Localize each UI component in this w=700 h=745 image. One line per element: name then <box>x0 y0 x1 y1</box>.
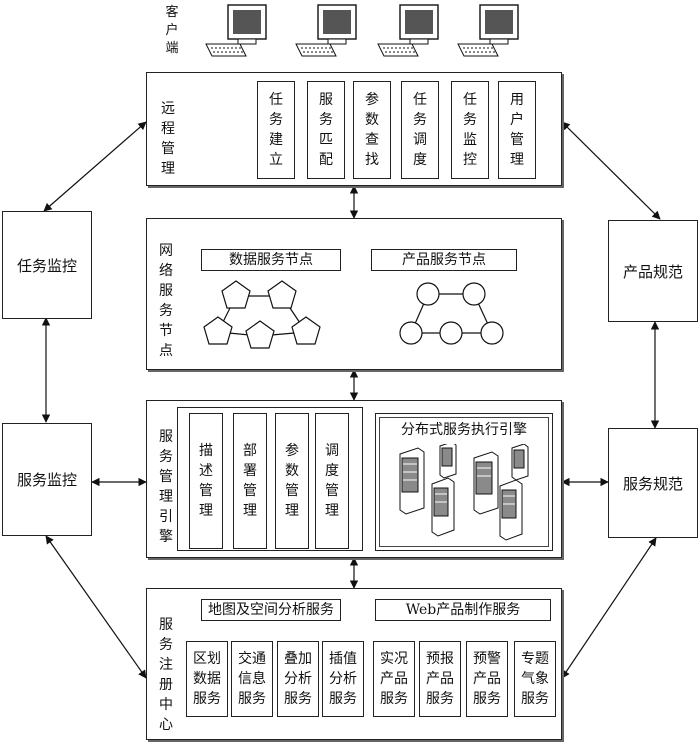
server-icon <box>499 479 523 541</box>
product-node-1 <box>416 282 440 306</box>
engine-item-scheduling: 调度管理 <box>315 413 349 549</box>
arrow-remote-taskmonitor <box>43 121 147 212</box>
arrow-servicemonitor-registry <box>45 535 147 679</box>
web-item-thematic-weather: 专题气象服务 <box>514 641 556 717</box>
gis-item-division-data: 区划数据服务 <box>186 641 228 717</box>
gis-item-traffic-info: 交通信息服务 <box>231 641 273 717</box>
data-node-4 <box>245 320 275 349</box>
service-registry-panel: 服务注册中心 地图及空间分析服务 Web产品制作服务 区划数据服务 交通信息服务… <box>146 588 562 740</box>
remote-management-panel: 远程管理 任务建立 服务匹配 参数查找 任务调度 任务监控 用户管理 <box>146 72 562 186</box>
gis-item-overlay-analysis: 叠加分析服务 <box>277 641 319 717</box>
data-nodes-label: 数据服务节点 <box>201 249 341 271</box>
computer-icon <box>377 4 439 57</box>
product-node-4 <box>439 321 463 345</box>
service-engine-panel: 服务管理引擎 描述管理 部署管理 参数管理 调度管理 分布式服务执行引擎 <box>146 400 562 558</box>
arrow-registry-servicespec <box>561 537 657 679</box>
product-nodes-label: 产品服务节点 <box>371 249 517 271</box>
engine-item-deployment: 部署管理 <box>233 413 267 549</box>
server-cluster <box>399 444 529 541</box>
web-item-observation-product: 实况产品服务 <box>373 641 415 717</box>
distributed-engine-label: 分布式服务执行引擎 <box>401 422 527 438</box>
computer-icon <box>295 4 357 57</box>
product-node-3 <box>399 321 423 345</box>
remote-item-param-lookup: 参数查找 <box>353 81 391 179</box>
service-registry-title: 服务注册中心 <box>159 617 173 733</box>
server-icon <box>399 447 425 515</box>
remote-item-service-match: 服务匹配 <box>307 81 345 179</box>
server-icon <box>511 444 529 481</box>
arrow-remote-productspec <box>561 121 661 220</box>
task-monitor-panel: 任务监控 <box>2 211 92 319</box>
service-engine-title: 服务管理引擎 <box>159 429 173 545</box>
product-node-5 <box>480 321 504 345</box>
distributed-engine-inner: 分布式服务执行引擎 <box>379 417 549 547</box>
server-icon <box>431 477 455 537</box>
remote-management-title: 远程管理 <box>161 101 175 177</box>
data-service-node-graph <box>203 280 321 349</box>
engine-item-description: 描述管理 <box>189 413 223 549</box>
service-monitor-label: 服务监控 <box>16 471 77 489</box>
data-node-2 <box>267 280 297 309</box>
computer-icon <box>205 4 267 57</box>
data-node-3 <box>203 316 233 345</box>
engine-item-parameter: 参数管理 <box>275 413 309 549</box>
gis-services-label: 地图及空间分析服务 <box>201 599 341 621</box>
web-services-label: Web产品制作服务 <box>375 599 551 621</box>
network-nodes-panel: 网络服务节点 数据服务节点 产品服务节点 <box>146 218 562 370</box>
product-spec-panel: 产品规范 <box>608 220 698 322</box>
task-monitor-label: 任务监控 <box>16 256 77 275</box>
web-item-warning-product: 预警产品服务 <box>466 641 508 717</box>
product-node-2 <box>462 282 486 306</box>
product-service-node-graph <box>399 282 504 345</box>
gis-item-interpolation-analysis: 插值分析服务 <box>322 641 364 717</box>
client-computers <box>205 4 519 57</box>
client-label: 客户端 <box>165 5 179 56</box>
remote-item-task-create: 任务建立 <box>257 81 295 179</box>
remote-item-task-schedule: 任务调度 <box>401 81 439 179</box>
computer-icon <box>457 4 519 57</box>
product-spec-label: 产品规范 <box>622 262 683 281</box>
server-icon <box>439 444 457 479</box>
network-nodes-title: 网络服务节点 <box>159 243 173 359</box>
web-item-forecast-product: 预报产品服务 <box>419 641 461 717</box>
server-icon <box>473 451 499 515</box>
remote-item-user-manage: 用户管理 <box>498 81 536 179</box>
service-monitor-panel: 服务监控 <box>2 423 92 536</box>
data-node-1 <box>221 280 251 309</box>
data-node-5 <box>291 316 321 345</box>
remote-item-task-monitor: 任务监控 <box>451 81 489 179</box>
service-spec-panel: 服务规范 <box>608 428 698 538</box>
service-spec-label: 服务规范 <box>622 474 683 493</box>
